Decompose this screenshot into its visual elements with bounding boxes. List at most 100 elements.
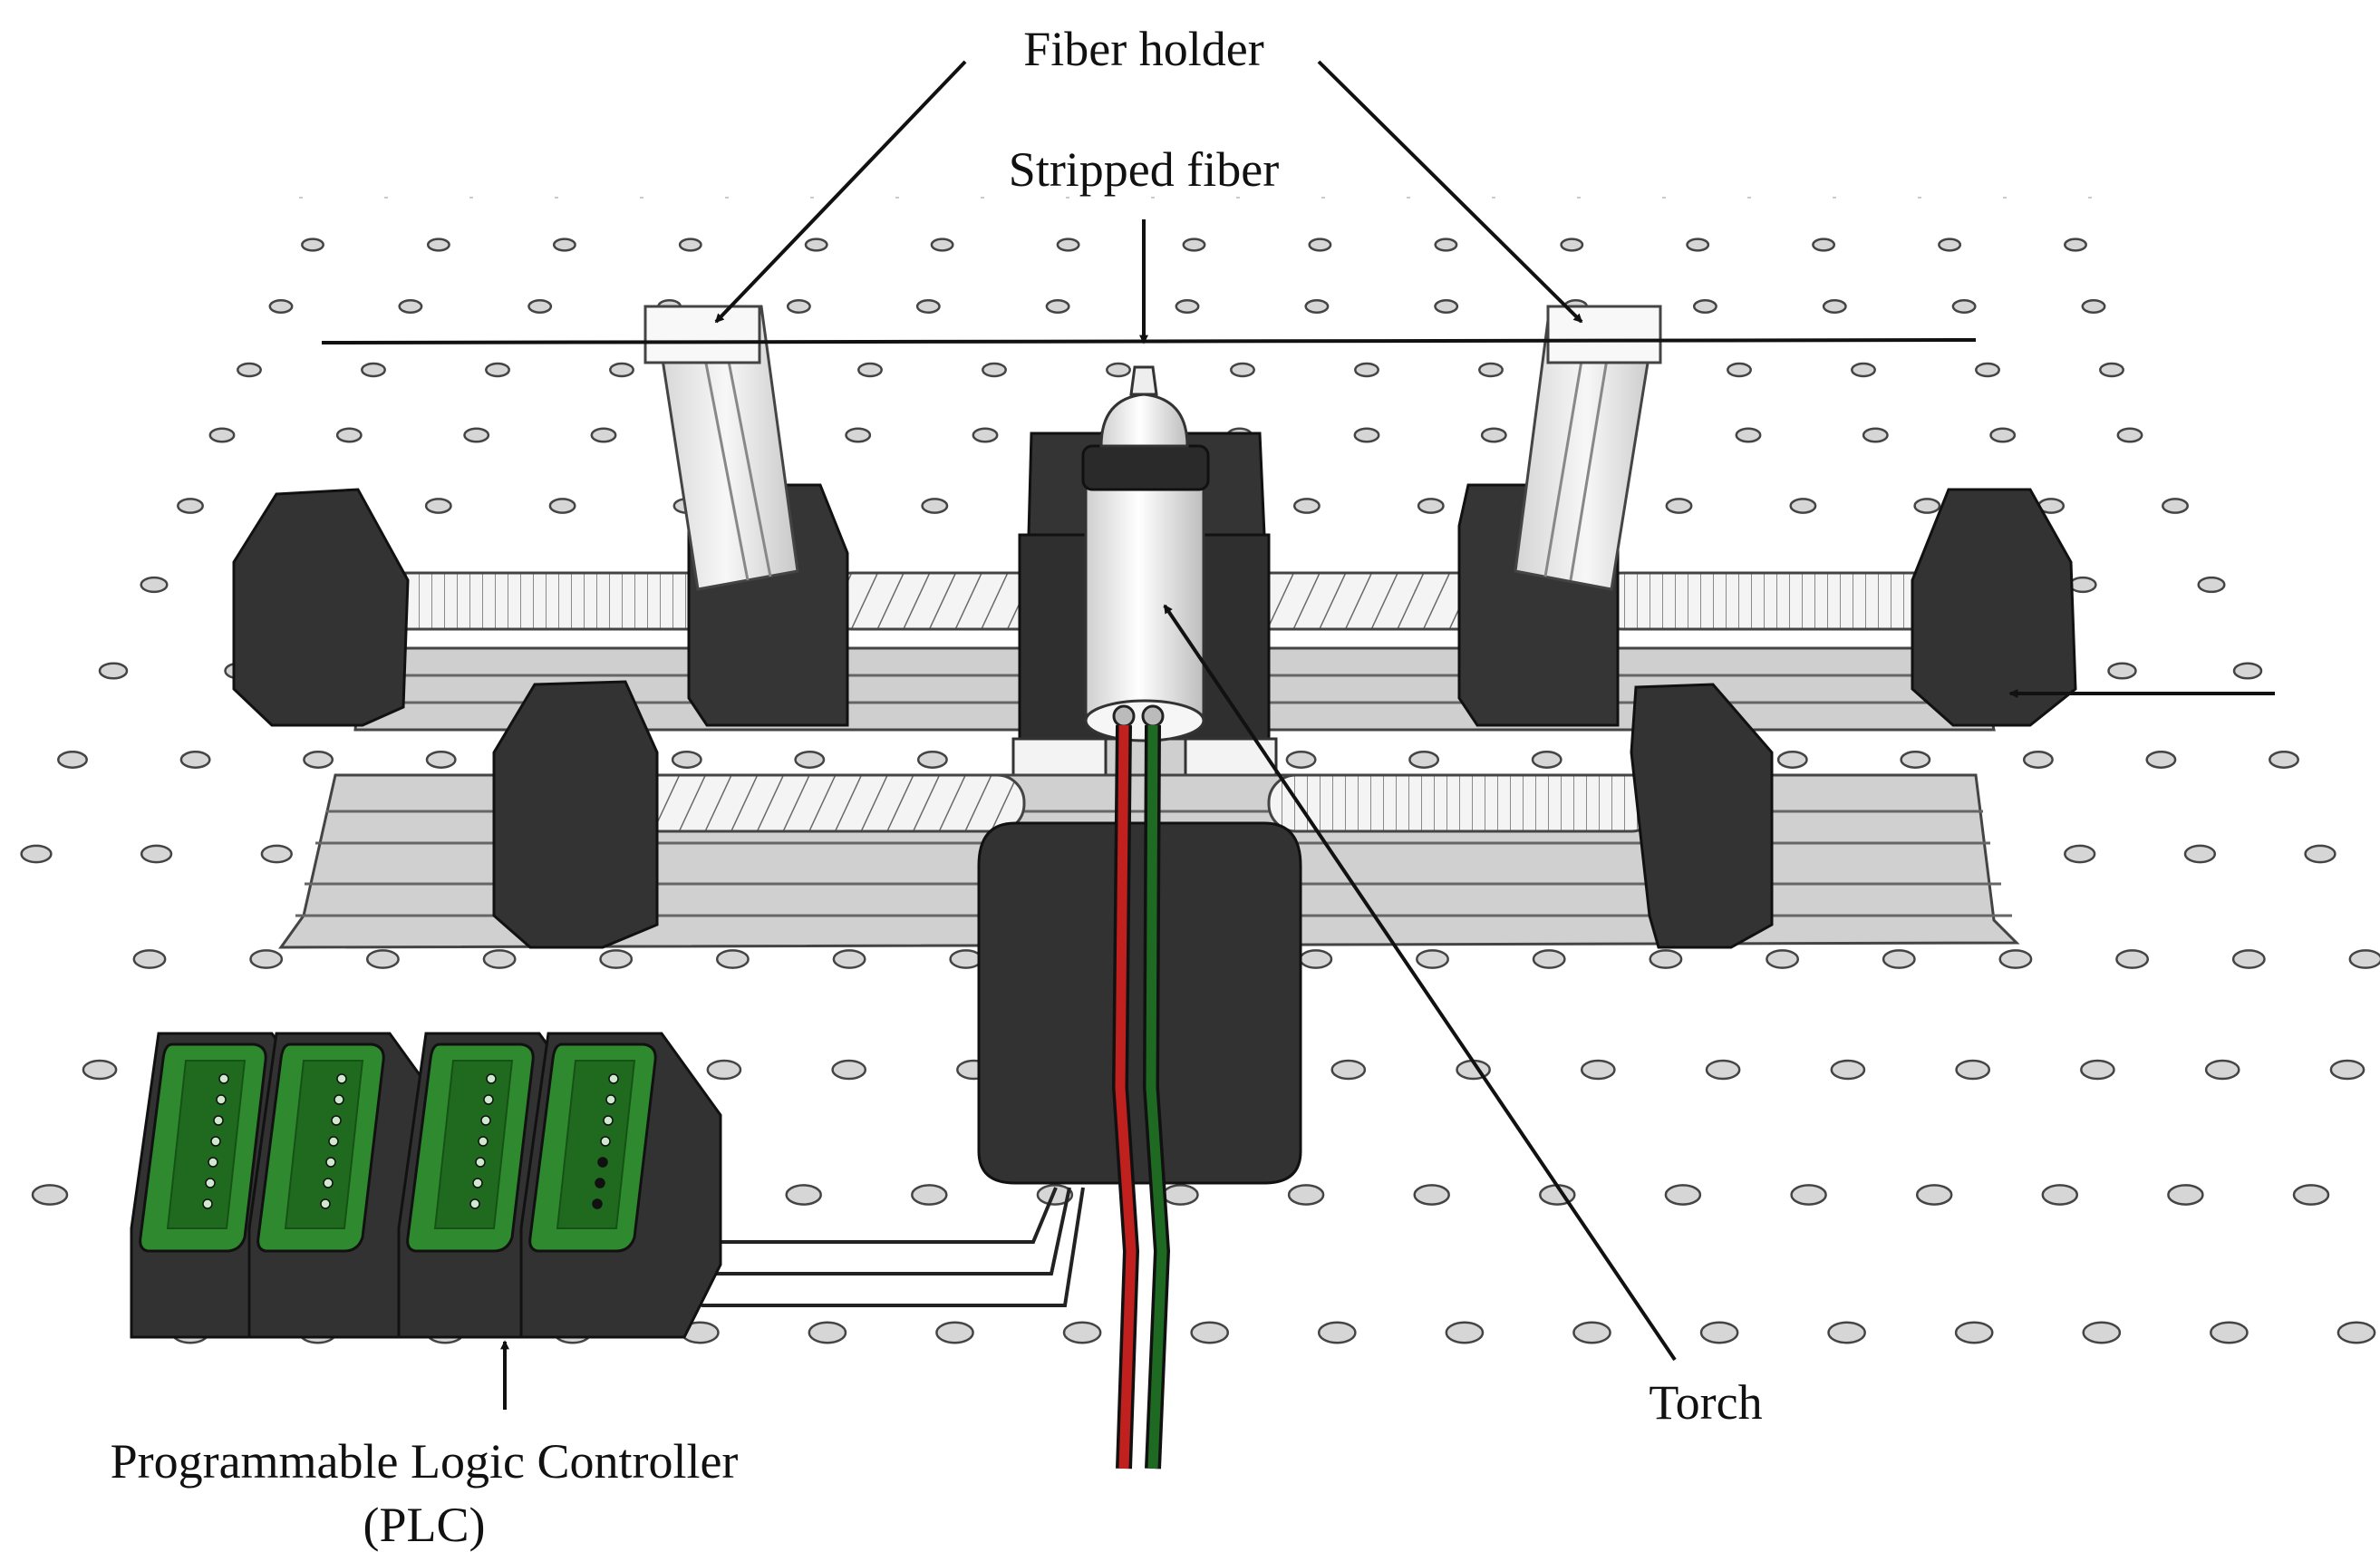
table-hole	[1882, 949, 1916, 969]
table-hole	[2041, 1184, 2079, 1206]
table-hole	[2231, 949, 2266, 969]
label-torch: Torch	[1649, 1375, 1762, 1430]
table-hole	[1416, 949, 1449, 969]
torch-nozzle	[1099, 393, 1189, 448]
torch-collar	[1081, 444, 1210, 491]
table-hole	[590, 427, 617, 443]
table-hole	[1664, 1184, 1702, 1206]
table-hole	[1735, 427, 1762, 443]
table-hole	[1827, 1321, 1866, 1344]
table-hole	[1830, 1059, 1866, 1081]
table-hole	[2099, 362, 2124, 378]
table-hole	[140, 576, 169, 594]
table-hole	[2329, 1059, 2365, 1081]
plc-module	[519, 1032, 722, 1339]
front-right-motor	[1630, 683, 1774, 949]
table-hole	[1230, 362, 1255, 378]
table-hole	[1686, 238, 1710, 252]
table-hole	[678, 238, 702, 252]
table-hole	[1062, 1321, 1102, 1344]
table-hole	[1727, 362, 1752, 378]
table-hole	[1955, 1059, 1991, 1081]
table-hole	[1776, 751, 1808, 769]
table-hole	[1975, 362, 2000, 378]
table-hole	[1862, 427, 1889, 443]
table-hole	[425, 751, 457, 769]
fiber-holder-left	[643, 305, 799, 591]
table-hole	[1330, 1059, 1367, 1081]
table-hole	[1353, 427, 1380, 443]
table-hole	[31, 1184, 69, 1206]
table-hole	[82, 1059, 118, 1081]
table-hole	[482, 949, 517, 969]
table-hole	[2162, 498, 2189, 514]
table-hole	[935, 1321, 974, 1344]
table-hole	[301, 238, 324, 252]
table-hole	[1478, 362, 1504, 378]
fiber-holder-right	[1514, 305, 1662, 591]
table-hole	[463, 427, 490, 443]
table-hole	[1434, 238, 1458, 252]
table-hole	[2068, 576, 2097, 594]
table-hole	[1951, 299, 1977, 314]
table-hole	[1699, 1321, 1739, 1344]
fiber-holder-arrow-right	[1317, 60, 1583, 324]
table-hole	[1056, 238, 1080, 252]
table-hole	[2082, 1321, 2122, 1344]
table-hole	[335, 427, 363, 443]
table-hole	[804, 238, 828, 252]
table-hole	[1182, 238, 1206, 252]
table-hole	[832, 949, 866, 969]
table-hole	[911, 1184, 948, 1206]
table-hole	[426, 238, 450, 252]
table-hole	[1317, 1321, 1357, 1344]
table-hole	[208, 427, 236, 443]
table-hole	[398, 299, 423, 314]
table-hole	[98, 662, 129, 680]
table-hole	[1299, 949, 1333, 969]
table-hole	[1175, 299, 1200, 314]
table-hole	[1434, 299, 1459, 314]
table-hole	[785, 1184, 822, 1206]
table-hole	[1304, 299, 1330, 314]
table-hole	[1106, 362, 1131, 378]
front-left-motor	[492, 680, 659, 949]
table-hole	[1190, 1321, 1230, 1344]
table-hole	[1480, 427, 1507, 443]
back-right-motor	[1911, 488, 2077, 727]
table-hole	[1649, 949, 1683, 969]
table-hole	[2348, 949, 2380, 969]
table-hole	[303, 751, 334, 769]
table-hole	[916, 751, 948, 769]
table-hole	[808, 1321, 847, 1344]
table-hole	[177, 498, 204, 514]
table-hole	[794, 751, 826, 769]
table-hole	[1445, 1321, 1485, 1344]
table-hole	[552, 238, 576, 252]
table-hole	[1287, 1184, 1325, 1206]
gas-port-left	[1112, 704, 1136, 728]
table-hole	[2197, 576, 2226, 594]
table-hole	[1413, 1184, 1450, 1206]
gas-tube-green-fill	[1146, 724, 1167, 1470]
table-hole	[1308, 238, 1332, 252]
table-hole	[2210, 1321, 2249, 1344]
table-hole	[2080, 1059, 2115, 1081]
table-hole	[1665, 498, 1693, 514]
table-hole	[485, 362, 510, 378]
table-hole	[2292, 1184, 2330, 1206]
table-hole	[2064, 238, 2087, 252]
table-hole	[599, 949, 634, 969]
table-hole	[361, 362, 386, 378]
gas-port-right	[1141, 704, 1165, 728]
table-hole	[424, 498, 452, 514]
gas-tube-red-fill	[1115, 724, 1137, 1470]
table-hole	[1812, 238, 1836, 252]
table-hole	[2336, 1321, 2376, 1344]
table-hole	[1851, 362, 1876, 378]
table-hole	[671, 751, 702, 769]
table-hole	[140, 844, 173, 864]
table-hole	[2232, 662, 2263, 680]
table-hole	[179, 751, 211, 769]
